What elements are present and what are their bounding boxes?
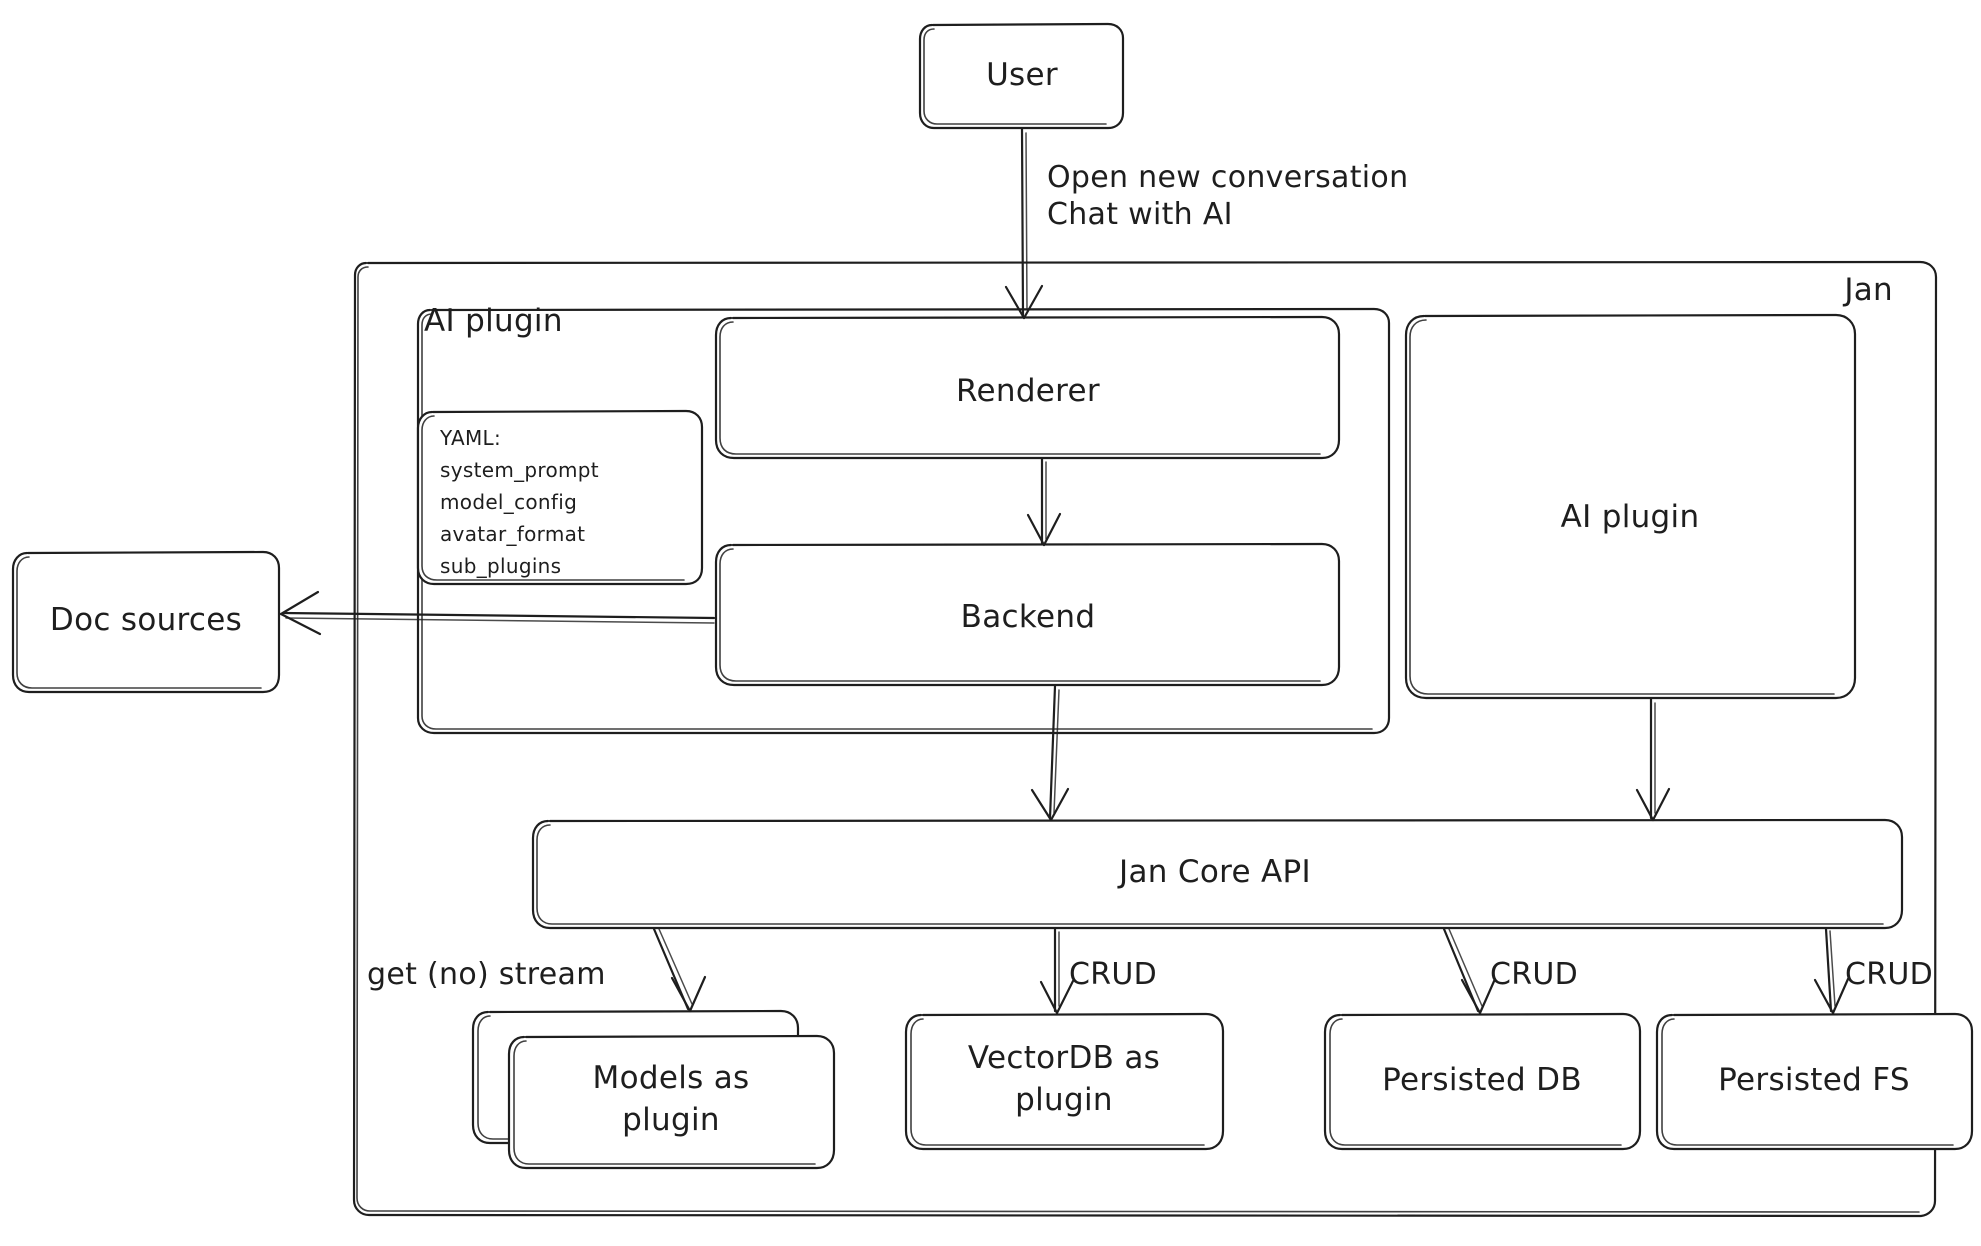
group-label-ai-plugin: AI plugin (424, 303, 563, 339)
edge-core-to-persisted-fs (1813, 927, 1850, 1015)
node-label-renderer: Renderer (956, 373, 1100, 410)
edge-user-to-renderer (1004, 127, 1044, 320)
yaml-line-3: avatar_format (440, 522, 586, 546)
edge-core-to-vectordb (1039, 927, 1075, 1015)
yaml-line-1: system_prompt (440, 458, 599, 482)
node-label-vectordb-as-plugin: VectorDB as plugin (967, 1040, 1161, 1118)
yaml-line-4: sub_plugins (440, 554, 562, 578)
edge-core-to-persisted-db (1442, 927, 1497, 1015)
yaml-line-0: YAML: (440, 426, 501, 450)
group-jan-outline (352, 260, 1938, 1218)
node-label-backend: Backend (960, 599, 1096, 636)
node-label-persisted-db: Persisted DB (1382, 1062, 1582, 1099)
edge-label-crud-persisted-fs: CRUD (1845, 957, 1934, 992)
node-models-as-plugin-shape (471, 1009, 836, 1170)
edge-label-crud-vectordb: CRUD (1069, 957, 1158, 992)
node-doc-sources-shape (11, 550, 281, 694)
node-label-persisted-fs: Persisted FS (1718, 1062, 1910, 1099)
node-renderer-shape (714, 315, 1341, 460)
edge-renderer-to-backend (1026, 457, 1062, 547)
node-yaml-shape (416, 409, 704, 586)
edge-core-to-models (652, 927, 707, 1013)
node-backend-shape (714, 542, 1341, 687)
node-persisted-fs-shape (1655, 1012, 1974, 1151)
edge-label-crud-persisted-db: CRUD (1490, 957, 1579, 992)
yaml-line-2: model_config (440, 490, 578, 514)
group-ai-plugin-outline (416, 307, 1391, 735)
edge-label-user-to-renderer: Open new conversation Chat with AI (1047, 160, 1409, 232)
edge-backend-to-doc-sources (279, 590, 716, 636)
node-label-ai-plugin-right: AI plugin (1560, 499, 1700, 536)
node-label-jan-core-api: Jan Core API (1119, 854, 1311, 891)
node-label-user: User (986, 57, 1058, 94)
node-jan-core-api-shape (531, 818, 1904, 930)
node-vectordb-as-plugin-shape (904, 1012, 1225, 1151)
edge-backend-to-core (1030, 684, 1070, 822)
node-persisted-db-shape (1323, 1012, 1642, 1151)
group-label-jan: Jan (1844, 272, 1893, 308)
edge-label-get-no-stream: get (no) stream (367, 957, 606, 992)
node-label-doc-sources: Doc sources (49, 602, 243, 639)
node-ai-plugin-right-shape (1404, 313, 1857, 700)
edge-ai-plugin-to-core (1635, 697, 1671, 822)
node-user-shape (918, 22, 1125, 130)
node-label-models-as-plugin: Models as plugin (592, 1060, 750, 1138)
